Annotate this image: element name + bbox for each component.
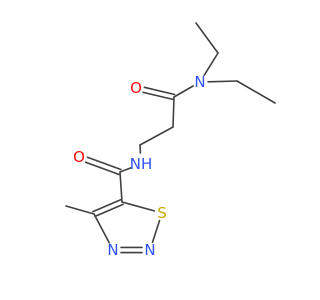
bond-line bbox=[207, 80, 238, 83]
bond-c10-c9 bbox=[92, 198, 124, 218]
bond-c9-s1 bbox=[121, 201, 156, 212]
atom-label-n2: NH bbox=[130, 155, 153, 173]
bond-line bbox=[86, 156, 122, 171]
bond-n3-n4 bbox=[120, 246, 143, 254]
bond-line bbox=[195, 22, 219, 54]
bond-n4-c10 bbox=[93, 213, 111, 244]
atom-label-s1: S bbox=[157, 204, 167, 222]
bond-c1-c2 bbox=[236, 80, 276, 104]
bond-line bbox=[139, 126, 174, 146]
bond-n1-c5 bbox=[173, 85, 194, 98]
bond-c6-c7 bbox=[139, 126, 174, 146]
atom-label-o1: O bbox=[130, 79, 142, 97]
bonds-layer bbox=[65, 22, 276, 254]
bond-s1-n3 bbox=[151, 219, 161, 244]
bond-n1-c3 bbox=[203, 52, 219, 77]
atom-label-n1: N bbox=[194, 73, 205, 91]
bond-c8-o2 bbox=[84, 156, 122, 176]
bond-line bbox=[92, 198, 122, 213]
atom-labels-layer: N O NH O S N N bbox=[73, 73, 206, 259]
bond-line bbox=[203, 52, 219, 77]
bond-c10-c11 bbox=[65, 205, 95, 215]
bond-c3-c4 bbox=[195, 22, 219, 54]
bond-line bbox=[173, 85, 194, 98]
atom-label-n4: N bbox=[107, 241, 118, 259]
bond-line bbox=[119, 171, 123, 203]
bond-c5-c6 bbox=[172, 96, 175, 128]
bond-line bbox=[94, 203, 124, 218]
bond-c2-n1 bbox=[207, 80, 238, 83]
bond-line bbox=[119, 167, 132, 173]
bond-c5-o1 bbox=[142, 86, 176, 101]
bond-line bbox=[65, 205, 95, 215]
bond-line bbox=[172, 96, 175, 128]
bond-line bbox=[84, 161, 120, 176]
bond-line bbox=[121, 201, 156, 212]
bond-line bbox=[93, 213, 111, 244]
atom-label-o2: O bbox=[73, 148, 85, 166]
molecule-structure-diagram: N O NH O S N N bbox=[65, 22, 276, 259]
bond-line bbox=[142, 91, 175, 101]
bond-line bbox=[143, 86, 176, 96]
bond-c8-c9 bbox=[119, 171, 123, 203]
bond-n2-c8 bbox=[119, 167, 132, 173]
atom-label-n3: N bbox=[144, 241, 155, 259]
bond-line bbox=[236, 80, 276, 104]
bond-line bbox=[151, 219, 161, 244]
